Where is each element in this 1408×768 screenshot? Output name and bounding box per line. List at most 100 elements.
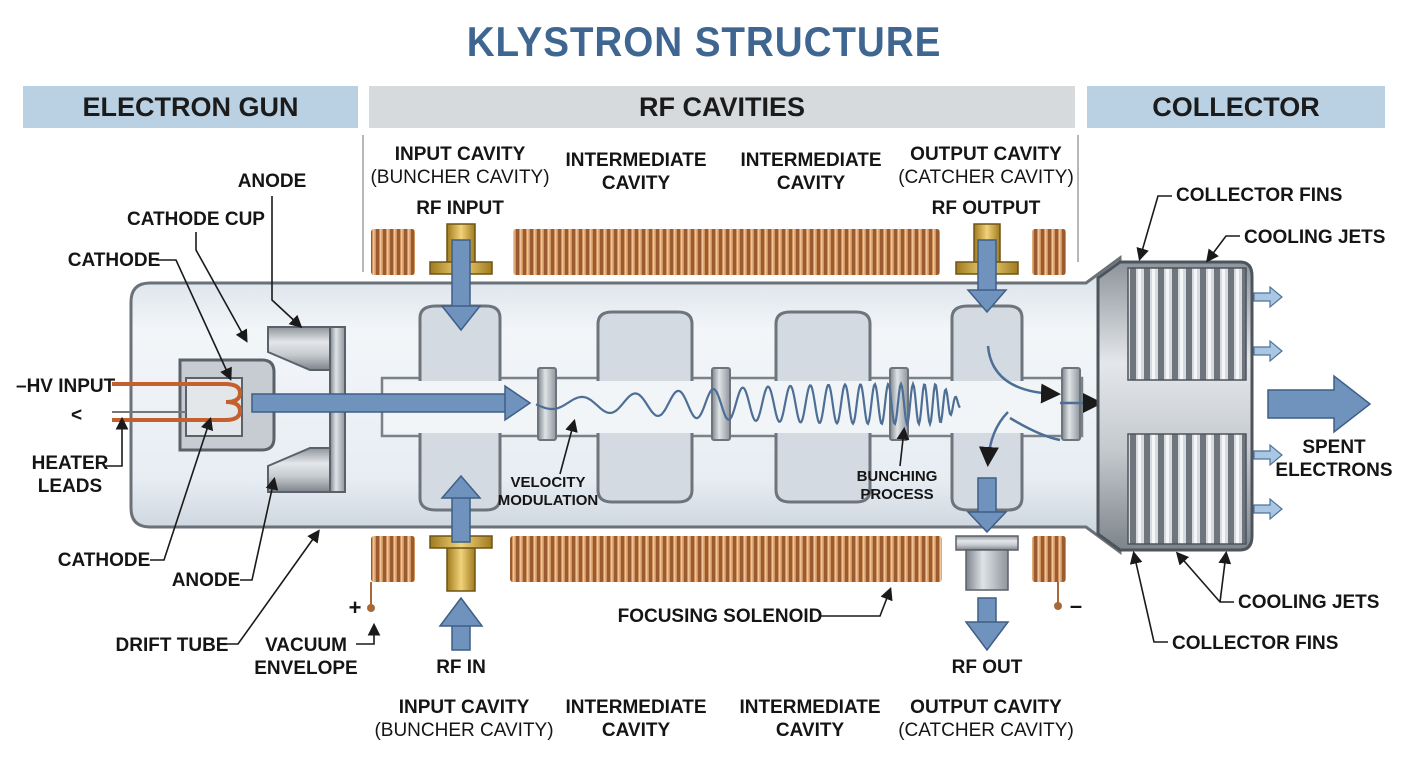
input-cavity-name-bottom: INPUT CAVITY bbox=[398, 697, 530, 718]
label-intermediate-cavity-1-bottom: INTERMEDIATE CAVITY bbox=[565, 696, 706, 742]
label-focusing-solenoid: FOCUSING SOLENOID bbox=[617, 606, 823, 627]
bunching-process-line1: BUNCHING bbox=[856, 468, 938, 485]
input-cavity-name: INPUT CAVITY bbox=[394, 144, 526, 165]
output-flow-curve bbox=[1009, 416, 1061, 442]
label-cathode-cup: CATHODE CUP bbox=[127, 209, 265, 230]
rf-in-arrowhead bbox=[438, 596, 484, 627]
vacuum-envelope-line2: ENVELOPE bbox=[254, 658, 358, 679]
label-anode-bottom: ANODE bbox=[171, 570, 241, 591]
intermediate-cavity-2-bottom-line2: CAVITY bbox=[775, 720, 845, 741]
intermediate-cavity-2-bottom-line1: INTERMEDIATE bbox=[739, 697, 881, 718]
drift-ring bbox=[537, 367, 557, 441]
leader-line bbox=[1206, 235, 1240, 263]
bunching-process-line2: PROCESS bbox=[860, 486, 934, 503]
label-vacuum-envelope: VACUUM ENVELOPE bbox=[254, 634, 357, 680]
rf-out-arrowhead bbox=[964, 621, 1010, 652]
intermediate-cavity-1-line2: CAVITY bbox=[601, 173, 671, 194]
label-cooling-jets-top: COOLING JETS bbox=[1244, 227, 1386, 248]
leader-line bbox=[240, 476, 279, 581]
rf-output-arrowhead-bottom bbox=[966, 511, 1008, 534]
solenoid-coil-bottom-right bbox=[1032, 536, 1066, 582]
leader-line bbox=[1136, 195, 1172, 262]
leader-line bbox=[106, 416, 129, 467]
section-header-collector: COLLECTOR bbox=[1087, 86, 1385, 128]
collector-fins-lower bbox=[1127, 433, 1247, 545]
rf-output-flow-top bbox=[977, 239, 997, 295]
output-cavity-sub-bottom: (CATCHER CAVITY) bbox=[898, 720, 1074, 741]
heater-filament bbox=[112, 382, 243, 422]
label-velocity-modulation: VELOCITY MODULATION bbox=[498, 474, 599, 510]
spent-electrons-line2: ELECTRONS bbox=[1275, 460, 1393, 481]
leader-line bbox=[559, 418, 578, 475]
leader-line bbox=[356, 622, 381, 645]
label-intermediate-cavity-2-bottom: INTERMEDIATE CAVITY bbox=[739, 696, 880, 742]
label-plus-terminal: + bbox=[348, 595, 362, 620]
label-intermediate-cavity-2-top: INTERMEDIATE CAVITY bbox=[740, 149, 881, 195]
solenoid-coil-top-right bbox=[1032, 229, 1066, 275]
input-cavity-sub: (BUNCHER CAVITY) bbox=[370, 167, 550, 188]
solenoid-coil-bottom-left bbox=[371, 536, 415, 582]
solenoid-terminal bbox=[367, 604, 375, 612]
leader-lines bbox=[106, 195, 1240, 645]
label-intermediate-cavity-1-top: INTERMEDIATE CAVITY bbox=[565, 149, 706, 195]
leader-line bbox=[226, 529, 320, 645]
solenoid-terminal bbox=[1054, 602, 1062, 610]
leader-line bbox=[1129, 550, 1168, 643]
leader-line bbox=[1218, 550, 1232, 603]
leader-line bbox=[156, 259, 232, 381]
intermediate-cavity-1-line1: INTERMEDIATE bbox=[565, 150, 707, 171]
label-bunching-process: BUNCHING PROCESS bbox=[857, 468, 938, 504]
rf-out-arrow-shaft bbox=[977, 597, 997, 625]
section-header-rf-cavities: RF CAVITIES bbox=[369, 86, 1075, 128]
label-rf-input: RF INPUT bbox=[416, 198, 504, 219]
output-cavity-name: OUTPUT CAVITY bbox=[910, 144, 1062, 165]
collector-fins-upper bbox=[1127, 267, 1247, 381]
leader-line bbox=[896, 426, 910, 467]
rf-input-arrowhead-bottom bbox=[440, 474, 482, 499]
solenoid-coil-top-left bbox=[371, 229, 415, 275]
rf-output-flange-bottom bbox=[955, 535, 1019, 551]
rf-input-arrowhead-top bbox=[440, 305, 482, 332]
velocity-modulation-line2: MODULATION bbox=[497, 492, 599, 509]
label-cooling-jets-bottom: COOLING JETS bbox=[1238, 592, 1380, 613]
leader-line bbox=[820, 587, 893, 617]
label-rf-in: RF IN bbox=[436, 657, 486, 678]
label-rf-output: RF OUTPUT bbox=[931, 198, 1041, 219]
label-spent-electrons: SPENT ELECTRONS bbox=[1275, 436, 1392, 482]
label-hv-input: –HV INPUT bbox=[16, 376, 116, 397]
label-input-cavity-top: INPUT CAVITY (BUNCHER CAVITY) bbox=[370, 143, 549, 189]
leader-line bbox=[195, 232, 248, 343]
rf-output-connector-bottom bbox=[965, 549, 1009, 591]
solenoid-coil-bottom-main bbox=[510, 536, 942, 582]
label-heater-leads: HEATER LEADS bbox=[32, 452, 109, 498]
output-flow-curve bbox=[986, 345, 1061, 404]
output-cavity-name-bottom: OUTPUT CAVITY bbox=[910, 697, 1062, 718]
solenoid-coil-top-main bbox=[513, 229, 940, 275]
rf-output-flow-bottom bbox=[977, 477, 997, 515]
label-drift-tube: DRIFT TUBE bbox=[115, 635, 229, 656]
drift-ring bbox=[889, 367, 909, 441]
vacuum-envelope-line1: VACUUM bbox=[265, 635, 347, 656]
rf-input-connector-bottom bbox=[446, 544, 476, 592]
input-cavity-sub-bottom: (BUNCHER CAVITY) bbox=[374, 720, 554, 741]
label-output-cavity-bottom: OUTPUT CAVITY (CATCHER CAVITY) bbox=[898, 696, 1074, 742]
diagram-title: KLYSTRON STRUCTURE bbox=[466, 18, 942, 65]
intermediate-cavity-1-bottom-line2: CAVITY bbox=[601, 720, 671, 741]
label-output-cavity-top: OUTPUT CAVITY (CATCHER CAVITY) bbox=[898, 143, 1074, 189]
velocity-modulation-line1: VELOCITY bbox=[510, 474, 586, 491]
leader-line bbox=[271, 196, 303, 329]
label-collector-fins-top: COLLECTOR FINS bbox=[1176, 185, 1343, 206]
label-rf-out: RF OUT bbox=[951, 657, 1023, 678]
cooling-jet-arrow bbox=[1253, 339, 1283, 363]
label-heater-arrow: < bbox=[71, 405, 83, 426]
output-cavity-sub: (CATCHER CAVITY) bbox=[898, 167, 1074, 188]
label-anode-top: ANODE bbox=[237, 171, 307, 192]
spent-electrons-line1: SPENT bbox=[1302, 437, 1366, 458]
label-cathode-top: CATHODE bbox=[67, 250, 161, 271]
cooling-jet-arrow bbox=[1253, 443, 1283, 467]
heater-leads-line2: LEADS bbox=[37, 476, 103, 497]
output-flow-curve bbox=[978, 411, 1009, 467]
rf-input-flow-top bbox=[451, 239, 471, 311]
label-collector-fins-bottom: COLLECTOR FINS bbox=[1172, 633, 1339, 654]
